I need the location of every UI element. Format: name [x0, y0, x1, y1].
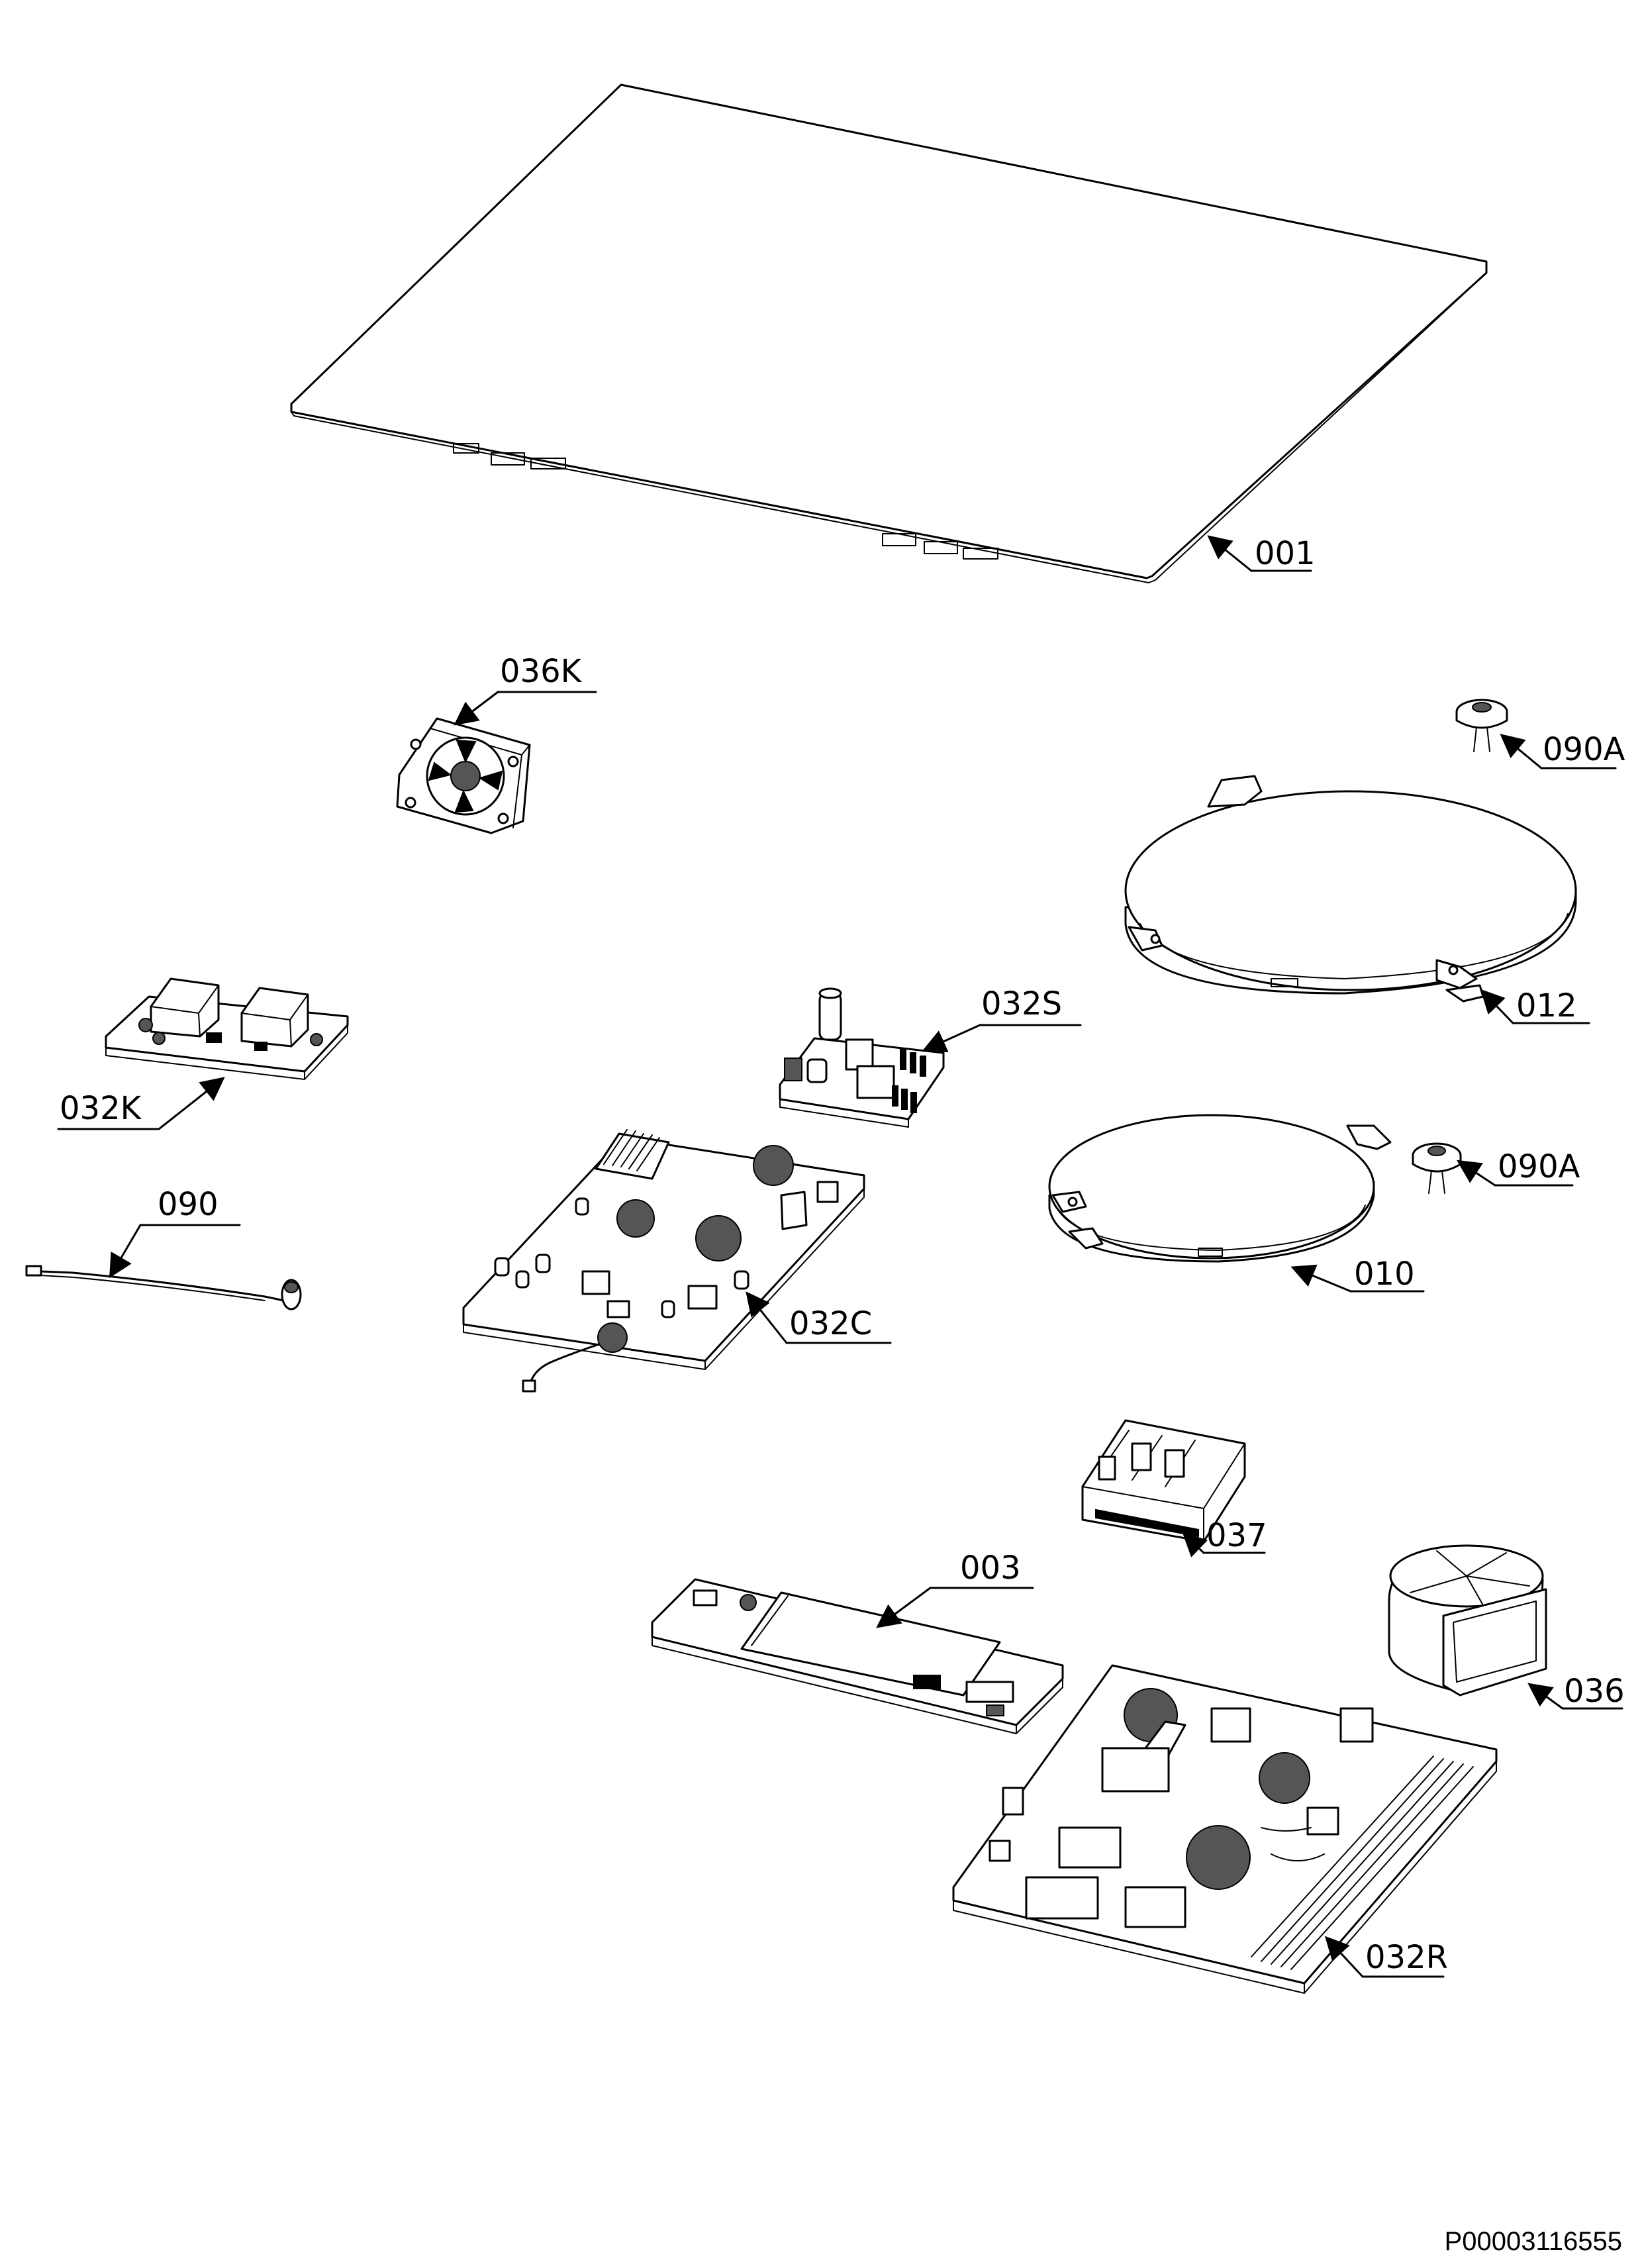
- label-032K: 032K: [60, 1090, 142, 1127]
- callout-032C: 032C: [746, 1291, 892, 1344]
- label-010: 010: [1354, 1256, 1415, 1293]
- label-032R: 032R: [1365, 1939, 1448, 1976]
- drawing-reference: P00003116555: [1445, 2227, 1622, 2256]
- part-037-terminal-block: [1081, 1419, 1246, 1543]
- label-032C: 032C: [789, 1305, 872, 1342]
- part-012-large-coil: [1124, 775, 1577, 1003]
- label-003: 003: [960, 1550, 1021, 1587]
- part-003-ui-board: [651, 1578, 1064, 1734]
- part-090A-thermistor-top: [1455, 699, 1508, 752]
- callout-012: 012: [1480, 987, 1590, 1024]
- part-032C-control-board: [462, 1129, 865, 1393]
- part-032R-power-board: [952, 1664, 1498, 1994]
- label-090A-top: 090A: [1543, 731, 1625, 768]
- part-090A-thermistor-mid: [1412, 1142, 1462, 1194]
- callout-001: 001: [1207, 535, 1316, 572]
- callout-036: 036: [1527, 1673, 1625, 1710]
- part-001-glass-top: [290, 83, 1488, 583]
- part-010-small-coil: [1048, 1114, 1392, 1263]
- label-001: 001: [1255, 535, 1316, 572]
- callout-036K: 036K: [454, 653, 597, 726]
- part-036-blower: [1388, 1544, 1547, 1697]
- label-032S: 032S: [981, 985, 1062, 1022]
- part-032K-relay-board: [105, 977, 349, 1080]
- callout-032S: 032S: [922, 985, 1082, 1053]
- callout-090A-mid: 090A: [1456, 1148, 1580, 1187]
- part-036K-fan: [396, 717, 531, 834]
- label-036: 036: [1564, 1673, 1625, 1710]
- callout-090: 090: [109, 1186, 241, 1279]
- callout-037: 037: [1182, 1517, 1267, 1557]
- callout-032R: 032R: [1324, 1936, 1448, 1978]
- label-012: 012: [1516, 987, 1577, 1024]
- callout-003: 003: [876, 1550, 1034, 1628]
- label-037: 037: [1206, 1517, 1267, 1554]
- label-090: 090: [158, 1186, 218, 1223]
- label-036K: 036K: [500, 653, 583, 690]
- label-090A-mid: 090A: [1498, 1148, 1580, 1185]
- callout-090A-top: 090A: [1500, 731, 1625, 769]
- callout-010: 010: [1290, 1256, 1425, 1293]
- part-032S-power-board: [779, 987, 945, 1128]
- part-090-sensor-cable: [25, 1265, 302, 1310]
- callout-032K: 032K: [57, 1077, 225, 1130]
